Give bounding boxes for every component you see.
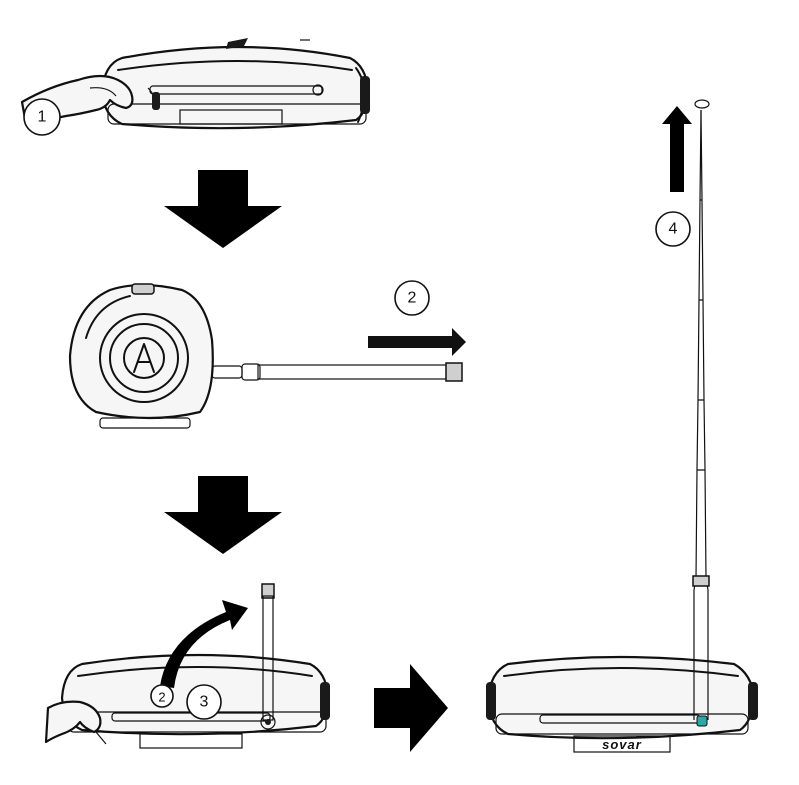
- step-badge-4: 4: [655, 211, 691, 247]
- step-badge-3: 3: [186, 684, 222, 720]
- arrow-up-extend-antenna: [662, 106, 692, 192]
- brand-logo: sovar: [602, 737, 642, 752]
- arrow-right-to-final: [374, 664, 448, 752]
- step-number-3: 3: [200, 694, 209, 711]
- device-top-view-step-1: [100, 38, 370, 130]
- antenna-vertical-step-3: [260, 583, 276, 730]
- step-number-2-top: 2: [408, 290, 417, 307]
- arrow-down-2: [164, 476, 282, 554]
- antenna-extended-step-4: [692, 99, 710, 727]
- step-badge-1: 1: [23, 98, 61, 136]
- antenna-horizontal-step-2: [211, 362, 463, 382]
- arrow-right-pull-antenna: [368, 328, 466, 356]
- step-number-1: 1: [38, 109, 47, 126]
- curved-arrow-rotate-antenna: [160, 600, 248, 688]
- hand-icon-step-3: [44, 700, 107, 745]
- step-badge-2-top: 2: [394, 280, 430, 316]
- step-number-4: 4: [669, 221, 678, 238]
- arrow-down-1: [164, 170, 282, 248]
- device-side-view-step-2: [68, 283, 214, 429]
- device-top-view-step-4: sovar: [486, 655, 758, 753]
- step-number-2-bottom: 2: [158, 690, 165, 705]
- step-badge-2-bottom: 2: [150, 684, 174, 708]
